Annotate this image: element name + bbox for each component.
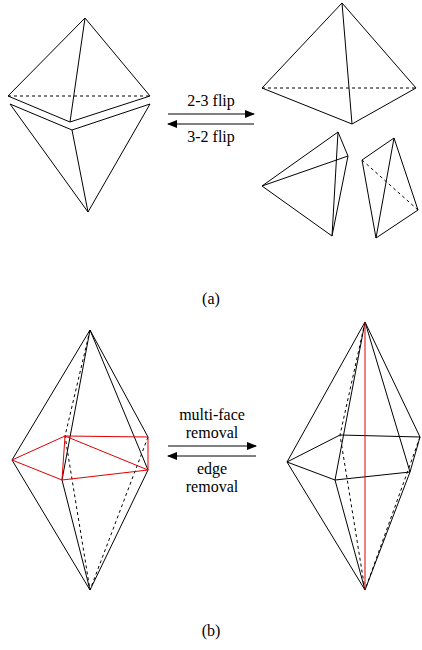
bipyramid-faces — [12, 330, 148, 590]
panel-label: (b) — [181, 622, 241, 640]
operation-label: edge removal — [172, 460, 252, 496]
panel-label: (a) — [181, 290, 241, 308]
two-tetrahedra — [8, 18, 150, 212]
operation-label: multi-face removal — [167, 406, 257, 442]
flip-label: 3-2 flip — [166, 128, 256, 146]
flip-label: 2-3 flip — [166, 92, 256, 110]
removal-arrows — [168, 446, 256, 456]
flip-arrows — [168, 114, 254, 124]
bipyramid-edge — [287, 322, 420, 590]
three-tetrahedra — [262, 3, 418, 238]
